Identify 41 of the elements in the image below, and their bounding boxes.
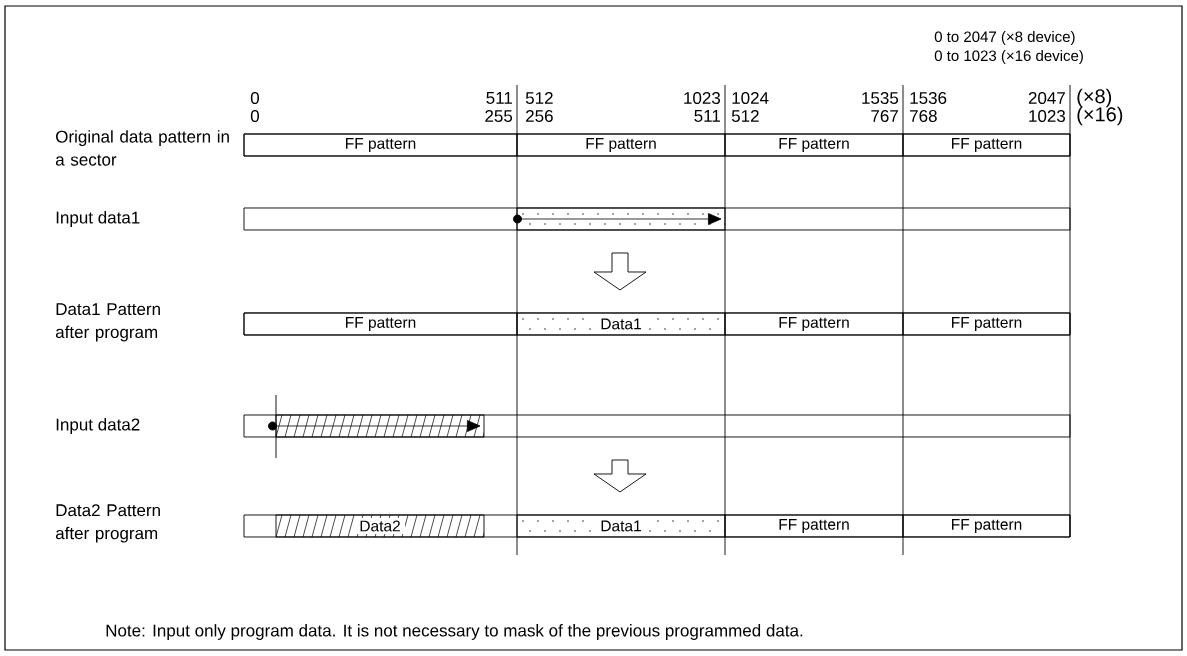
address-number: 768	[910, 109, 937, 122]
address-number: 1024	[732, 91, 769, 104]
row-label: Data1 Pattern after program	[55, 303, 160, 342]
pattern-cell: Data2	[275, 514, 485, 538]
data-segment	[516, 207, 726, 231]
row-bar	[243, 207, 1071, 231]
address-number: 767	[871, 109, 898, 122]
pattern-cell: Data1	[516, 312, 726, 336]
address-number: 512	[731, 109, 759, 122]
note-text: Note: Input only program data. It is not necessary to mask of the previous programmed data.	[106, 624, 803, 640]
pattern-cell: Data1	[516, 514, 726, 538]
pattern-cell: FF pattern	[902, 312, 1071, 336]
address-number: 2047	[1028, 91, 1065, 104]
bus-width-label: (×16)	[1077, 106, 1123, 126]
pattern-cell: FF pattern	[724, 312, 904, 336]
address-number: 1536	[910, 91, 947, 104]
pattern-cell: FF pattern	[516, 133, 726, 157]
address-number: 256	[526, 109, 553, 122]
row-label: Input data1	[56, 211, 140, 227]
range-note: 0 to 1023 (×16 device)	[934, 50, 1083, 64]
range-note: 0 to 2047 (×8 device)	[934, 31, 1075, 45]
address-number: 1535	[862, 91, 899, 104]
pattern-cell: FF pattern	[724, 514, 904, 538]
row-label: Data2 Pattern after program	[55, 504, 160, 543]
pattern-cell: FF pattern	[902, 514, 1071, 538]
pattern-cell: FF pattern	[724, 133, 904, 157]
data-segment	[275, 414, 485, 438]
address-number: 512	[525, 91, 553, 104]
block-arrow	[593, 459, 647, 493]
address-number: 511	[486, 92, 512, 104]
pattern-cell: FF pattern	[243, 133, 518, 157]
address-number: 1023	[684, 91, 721, 104]
address-number: 511	[694, 110, 720, 122]
pattern-cell: FF pattern	[243, 312, 518, 336]
address-number: 0	[250, 91, 259, 104]
block-arrow	[593, 252, 647, 291]
bus-width-label: (×8)	[1077, 88, 1112, 108]
row-bar	[243, 414, 1071, 438]
address-number: 255	[485, 109, 513, 122]
pattern-cell: FF pattern	[902, 133, 1071, 157]
row-label: Input data2	[56, 418, 140, 434]
